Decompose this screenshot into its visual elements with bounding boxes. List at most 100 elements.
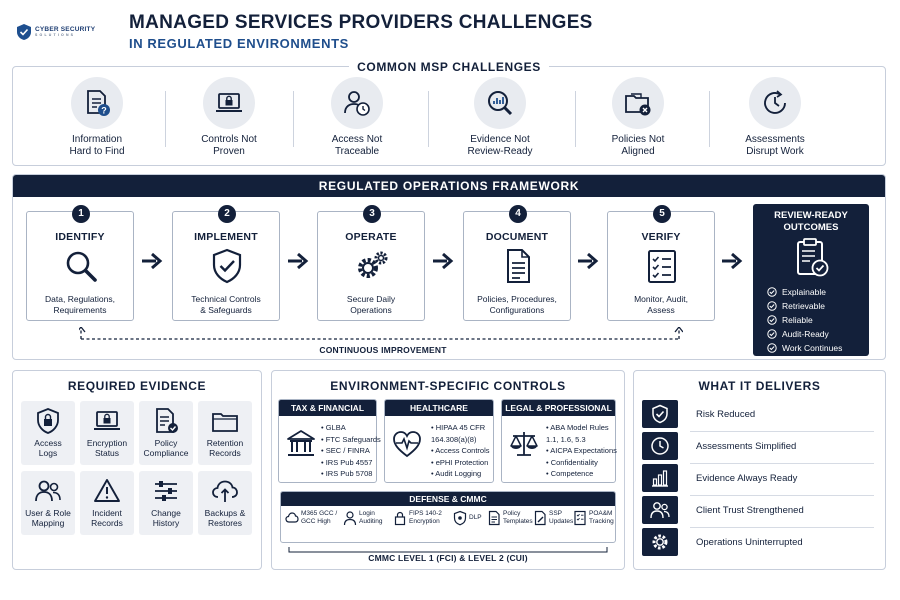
control-item: Confidentiality — [546, 457, 617, 469]
control-item: HIPAA 45 CFR — [431, 422, 489, 434]
outcomes-title: REVIEW-READY OUTCOMES — [774, 210, 848, 233]
challenge-item: ? Information Hard to Find — [37, 77, 157, 161]
control-item: IRS Pub 4557 — [321, 457, 381, 469]
control-group-healthcare: HEALTHCARE HIPAA 45 CFR 164.308(a)(8) Ac… — [384, 399, 494, 483]
document-icon — [507, 249, 530, 283]
evidence-item: Encryption Status — [80, 401, 134, 465]
defense-item: Login Auditing — [343, 510, 383, 526]
step-description: Data, Regulations, Requirements — [45, 294, 115, 315]
outcome-label: Work Continues — [782, 343, 843, 353]
continuous-improvement-label: CONTINUOUS IMPROVEMENT — [319, 345, 447, 355]
shield-check-icon — [652, 404, 668, 424]
evidence-label: Encryption Status — [86, 438, 128, 458]
chart-magnifier-icon — [488, 91, 513, 116]
control-item: Competence — [546, 468, 617, 480]
controls-title: ENVIRONMENT-SPECIFIC CONTROLS — [330, 379, 566, 393]
defense-label: Login Auditing — [359, 510, 383, 525]
folder-x-icon — [625, 93, 651, 116]
defense-item: M365 GCC / GCC High — [285, 510, 337, 526]
warning-icon — [94, 479, 120, 502]
cmmc-bracket — [288, 547, 608, 553]
arrow-right-icon — [578, 252, 599, 270]
cmmc-levels-label: CMMC LEVEL 1 (FCI) & LEVEL 2 (CUI) — [272, 553, 624, 563]
defense-label: POA&M Tracking — [589, 510, 614, 525]
framework-title: REGULATED OPERATIONS FRAMEWORK — [13, 175, 885, 197]
framework-step-identify: 1 IDENTIFY Data, Regulations, Requiremen… — [26, 205, 134, 321]
lock-icon — [37, 408, 59, 434]
defense-label: FIPS 140-2 Encryption — [409, 510, 442, 525]
control-item: IRS Pub 5708 — [321, 468, 381, 480]
arrow-right-icon — [722, 252, 743, 270]
step-number: 4 — [509, 205, 527, 223]
control-item: Access Controls — [431, 445, 489, 457]
challenge-item: Evidence Not Review-Ready — [440, 77, 560, 161]
control-item: ABA Model Rules — [546, 422, 617, 434]
magnifier-icon — [66, 251, 97, 282]
arrow-right-icon — [142, 252, 163, 270]
lock-icon — [394, 511, 406, 526]
outcome-item: Work Continues — [767, 342, 842, 354]
control-item: ePHI Protection — [431, 457, 489, 469]
checklist-icon — [574, 510, 586, 526]
environment-controls-panel: ENVIRONMENT-SPECIFIC CONTROLS TAX & FINA… — [271, 370, 625, 570]
evidence-item: Backups & Restores — [198, 471, 252, 535]
outcome-label: Reliable — [782, 315, 813, 325]
evidence-label: Incident Records — [91, 508, 123, 528]
cloud-upload-icon — [212, 480, 238, 502]
control-item: Audit Logging — [431, 468, 489, 480]
defense-cmmc-group: DEFENSE & CMMC M365 GCC / GCC High Login… — [280, 491, 616, 543]
deliverable-item: Evidence Always Ready — [642, 464, 874, 492]
step-description: Policies, Procedures, Configurations — [477, 294, 557, 315]
framework-step-document: 4 DOCUMENT Policies, Procedures, Configu… — [463, 205, 571, 321]
heart-pulse-icon — [393, 431, 421, 458]
step-name: IDENTIFY — [55, 231, 105, 243]
outcome-label: Audit-Ready — [782, 329, 829, 339]
evidence-title: REQUIRED EVIDENCE — [67, 379, 207, 393]
laptop-lock-icon — [94, 411, 120, 430]
evidence-label: User & Role Mapping — [25, 508, 71, 528]
users-icon — [35, 480, 61, 502]
defense-title: DEFENSE & CMMC — [281, 492, 615, 506]
control-item: AICPA Expectations — [546, 445, 617, 457]
challenge-label: Evidence Not Review-Ready — [467, 134, 533, 157]
outcome-label: Explainable — [782, 287, 826, 297]
step-number: 3 — [363, 205, 381, 223]
challenges-section: COMMON MSP CHALLENGES ? Information Hard… — [12, 60, 886, 166]
clock-icon — [651, 437, 669, 455]
shield-icon — [453, 510, 467, 526]
checklist-icon — [648, 250, 676, 283]
defense-item: DLP — [453, 510, 482, 526]
defense-label: SSP Updates — [549, 510, 574, 525]
control-item: 1.1, 1.6, 5.3 — [546, 434, 586, 444]
cloud-icon — [285, 512, 299, 523]
evidence-item: Incident Records — [80, 471, 134, 535]
defense-label: M365 GCC / GCC High — [301, 510, 338, 525]
defense-item: FIPS 140-2 Encryption — [393, 510, 442, 526]
challenges-title: COMMON MSP CHALLENGES — [349, 60, 549, 74]
challenge-item: Controls Not Proven — [169, 77, 289, 161]
step-number: 5 — [653, 205, 671, 223]
logo-shield-icon — [17, 24, 31, 40]
control-group-name: HEALTHCARE — [385, 400, 493, 416]
step-number: 1 — [72, 205, 90, 223]
deliverable-label: Evidence Always Ready — [696, 472, 798, 484]
control-group-legal: LEGAL & PROFESSIONAL ABA Model Rules 1.1… — [501, 399, 617, 483]
control-group-tax: TAX & FINANCIAL GLBA FTC Safeguards SEC … — [278, 399, 381, 483]
step-name: VERIFY — [641, 231, 681, 243]
svg-text:?: ? — [101, 106, 107, 116]
check-circle-icon — [767, 329, 777, 339]
control-item: SEC / FINRA — [321, 445, 381, 457]
outcome-item: Audit-Ready — [767, 328, 829, 340]
check-circle-icon — [767, 315, 777, 325]
control-group-name: LEGAL & PROFESSIONAL — [502, 400, 615, 416]
gears-icon — [358, 251, 388, 278]
evidence-label: Backups & Restores — [204, 508, 246, 528]
review-ready-outcomes: REVIEW-READY OUTCOMES Explainable Retrie… — [753, 204, 869, 356]
framework-step-operate: 3 OPERATE Secure Daily Operations — [317, 205, 425, 321]
control-group-name: TAX & FINANCIAL — [279, 400, 376, 416]
continuous-improvement-loop — [79, 327, 683, 340]
step-name: DOCUMENT — [485, 231, 549, 243]
framework-step-implement: 2 IMPLEMENT Technical Controls & Safegua… — [172, 205, 280, 321]
document-question-icon: ? — [87, 90, 110, 116]
check-circle-icon — [767, 287, 777, 297]
